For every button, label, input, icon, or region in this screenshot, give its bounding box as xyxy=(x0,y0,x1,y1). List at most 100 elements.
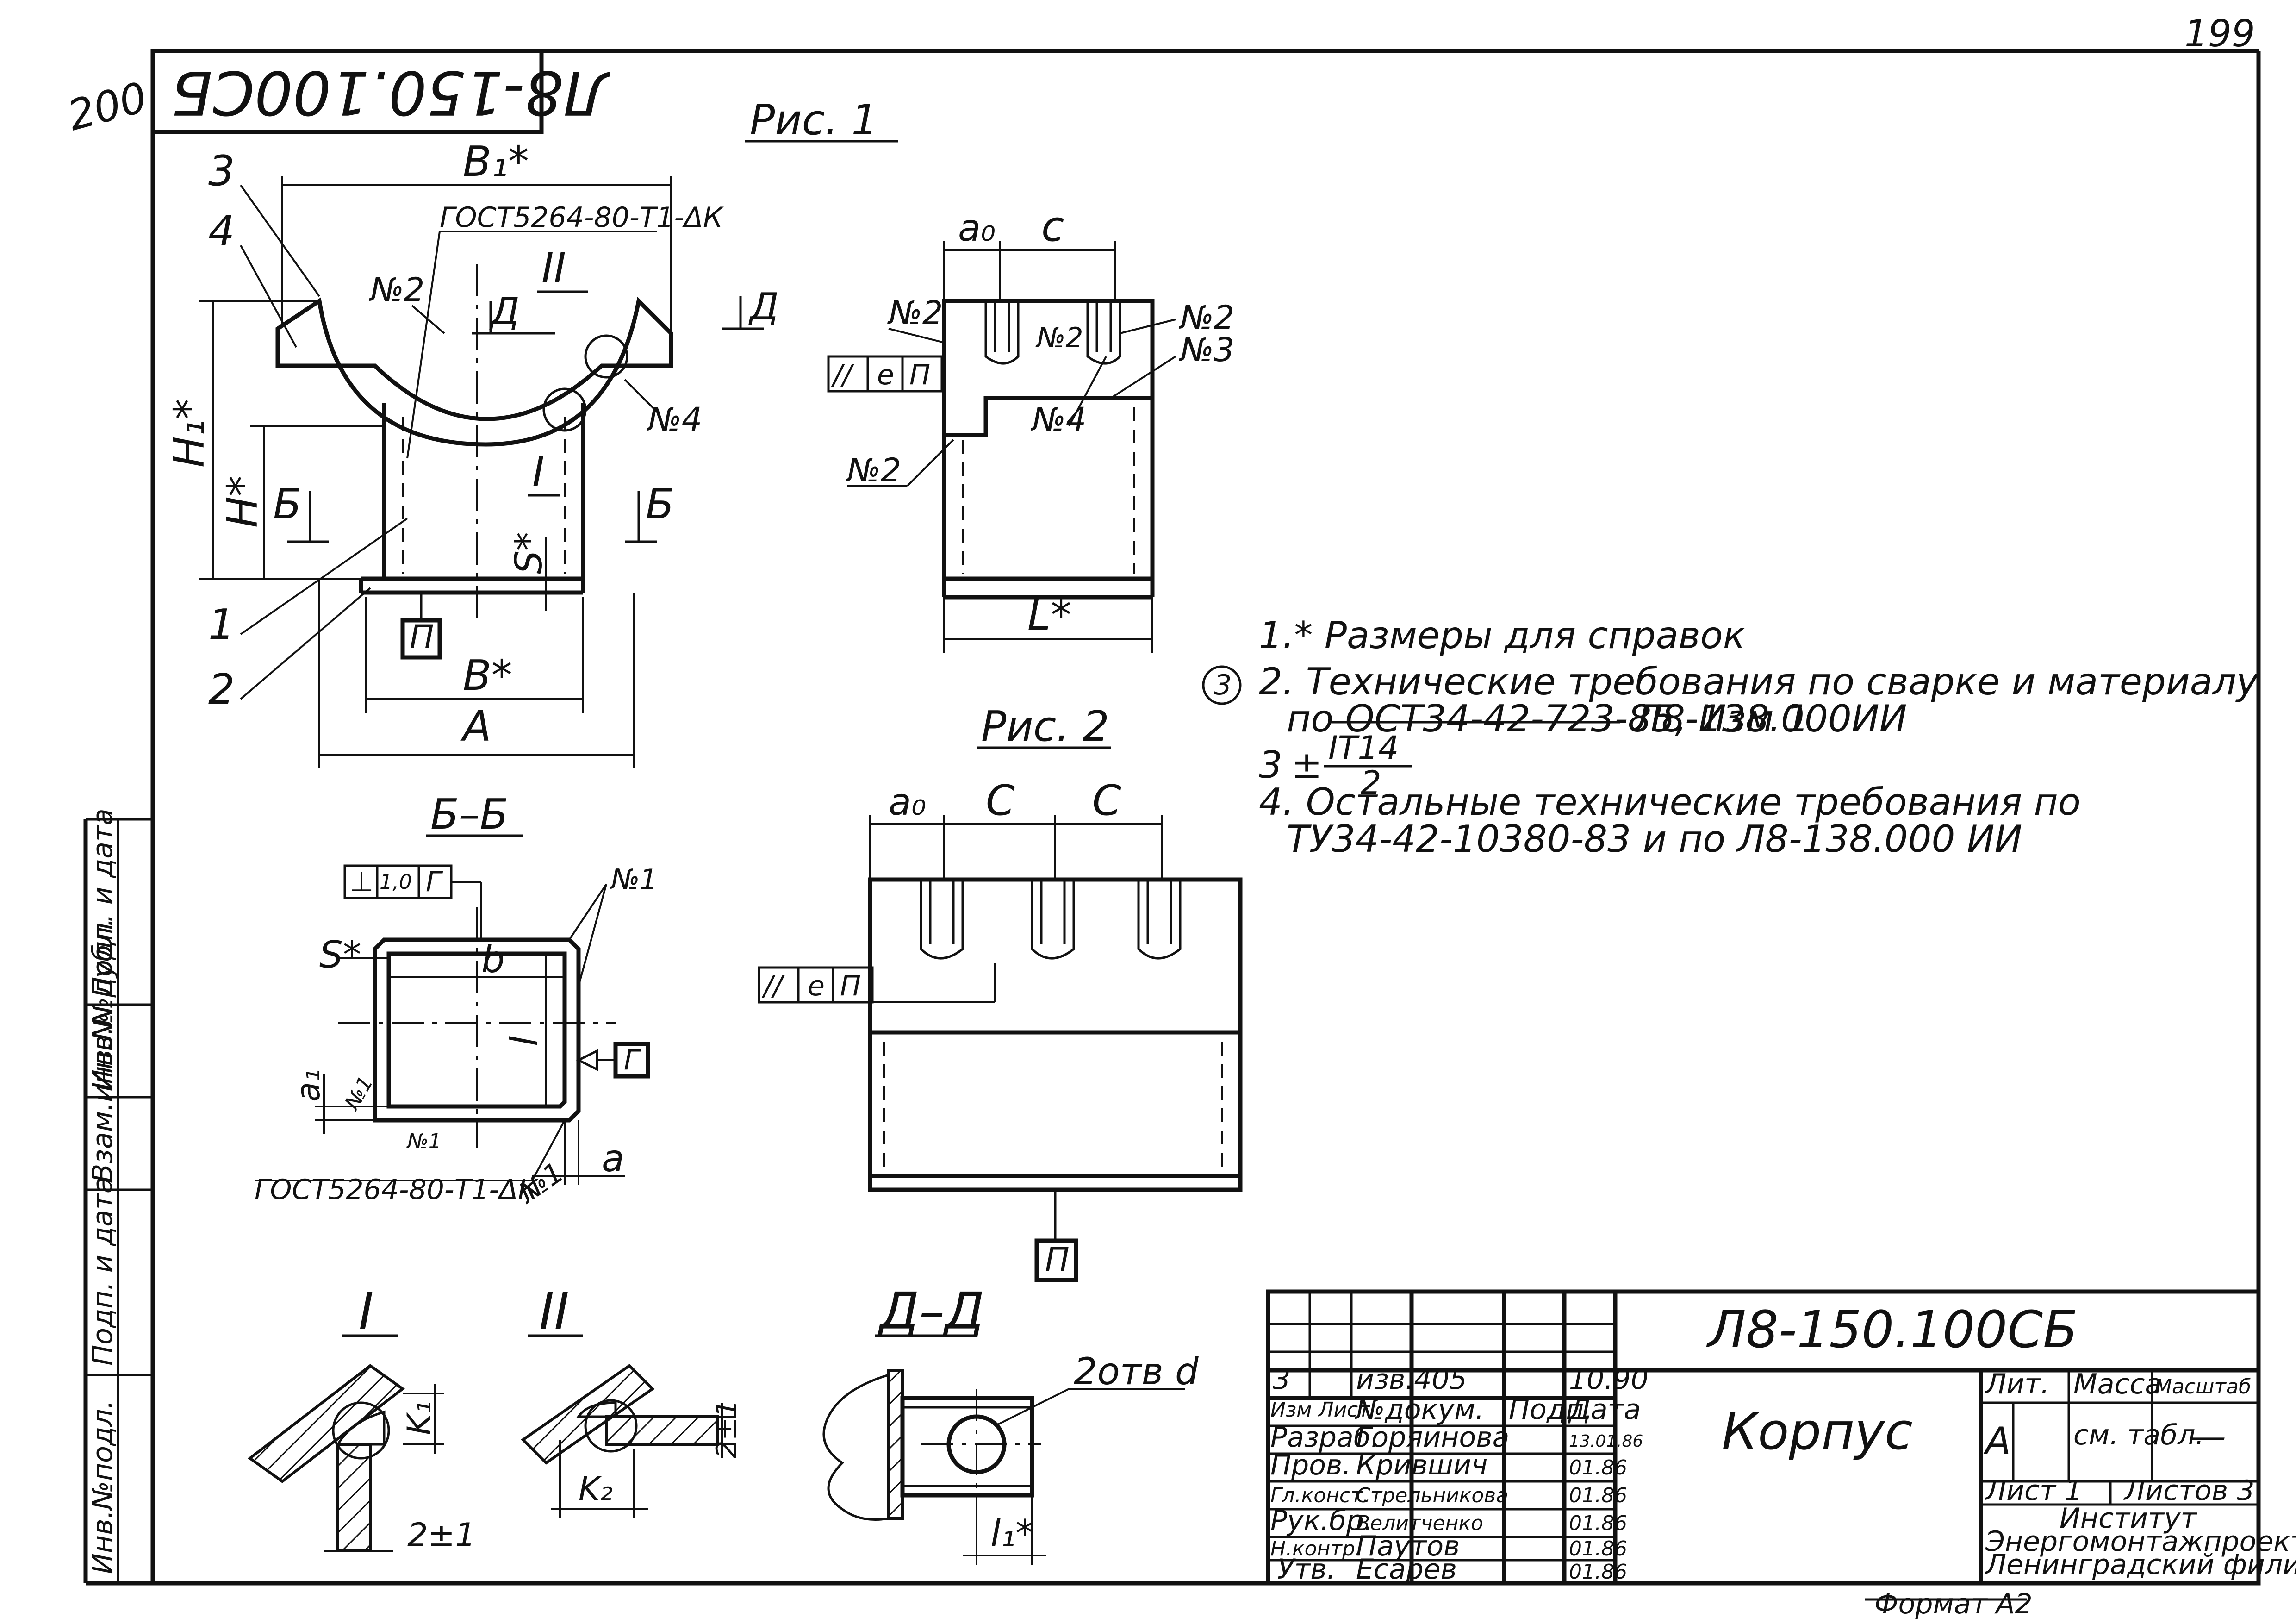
dim-a0: a₀ xyxy=(958,206,996,250)
note-4a: 4. Остальные технические требования по xyxy=(1259,781,2081,824)
row-6-date: 01.86 xyxy=(1569,1537,1627,1561)
tol2-val: е xyxy=(808,970,825,1002)
title-doc-code: Л8-150.100СБ xyxy=(1706,1300,2078,1359)
pos-2: 2 xyxy=(208,665,235,714)
row-0-name: изв.405 xyxy=(1356,1363,1467,1396)
gap-2: 2±1 xyxy=(710,1399,743,1458)
note-3-pm: ± xyxy=(1291,743,1322,787)
side-strip-dup: Инв.№дубл. xyxy=(87,918,119,1090)
fig1-title: Рис. 1 xyxy=(750,96,878,144)
dim-c-3: C xyxy=(1092,776,1121,825)
dim-l1: l₁* xyxy=(990,1512,1034,1555)
row-3-date: 01.86 xyxy=(1569,1456,1627,1480)
org-line1: Институт xyxy=(2060,1502,2198,1535)
note-3-prefix: 3 xyxy=(1259,743,1282,787)
figure-1: Рис. 1 B₁* H₁* H* B* xyxy=(165,96,898,768)
section-bb: Б–Б b l S* a₁ a ⊥ 1,0 Г Г №1 xyxy=(255,790,658,1210)
sec-D1: Д xyxy=(489,290,520,333)
sec-bb-title: Б–Б xyxy=(430,790,509,839)
dim-H1: H₁* xyxy=(165,399,214,468)
dim-K1: K₁ xyxy=(400,1401,438,1435)
side-strip-sign2: Подп. и дата xyxy=(87,808,119,998)
mass-header: Масса xyxy=(2073,1368,2162,1400)
row-2-name: Горяинова xyxy=(1356,1421,1509,1454)
note-3-num: IT14 xyxy=(1328,729,1399,767)
dim-a0-2: a₀ xyxy=(889,781,926,824)
pos-3: 3 xyxy=(208,147,235,195)
row-7-name: Есарев xyxy=(1356,1553,1457,1586)
sheet-number: 199 xyxy=(2184,12,2255,55)
revision-row: 3 изв.405 10.90 xyxy=(1273,1363,1649,1396)
datum-P2: П xyxy=(1045,1241,1070,1279)
weld-2d: №2 xyxy=(1178,299,1234,337)
perp-val: 1,0 xyxy=(380,870,412,894)
sec-D2: Д xyxy=(748,285,779,328)
format-label: Формат А2 xyxy=(1874,1588,2033,1620)
scale-value: — xyxy=(2189,1415,2226,1458)
note-3-den: 2 xyxy=(1361,764,1381,802)
side-strip-inv: Инв.№подл. xyxy=(87,1400,119,1574)
detail-I-mark: I xyxy=(532,448,545,496)
weld-3: №3 xyxy=(1178,331,1234,369)
row-4-name: Стрельникова xyxy=(1356,1484,1508,1507)
weld-2c: №2 xyxy=(1035,322,1083,354)
side-strip-replace: Взам.инв.№ xyxy=(87,1012,119,1183)
note-2a: 2. Технические требования по сварке и ма… xyxy=(1259,660,2259,703)
dim-a: a xyxy=(602,1137,624,1180)
header-row: Изм Лист №докум. Подп. Дата xyxy=(1270,1393,1641,1426)
figure-2: Рис. 2 a₀ C C // е П П xyxy=(758,702,1243,1282)
top-stamp: Л8-150.100СБ 200 199 xyxy=(62,12,2255,141)
note-2b-struck: по ОСТ34-42-723-85, Изм 1 xyxy=(1287,697,1809,740)
title-block: Л8-150.100СБ Корпус Лит. Масса Масштаб А… xyxy=(1266,1289,2296,1586)
mass-value: см. табл. xyxy=(2073,1419,2204,1451)
row-1-date: Дата xyxy=(1568,1393,1641,1426)
weld-4b: №4 xyxy=(1030,400,1086,438)
fig2-title: Рис. 2 xyxy=(981,702,1109,751)
detail-II: II 2±1 K₂ xyxy=(521,1281,743,1518)
pos-4: 4 xyxy=(208,207,235,256)
detail-II-mark: II xyxy=(541,244,566,293)
side-view: a₀ c L* №2 №2 №2 №3 №4 №2 // е П xyxy=(827,202,1234,653)
dim-c: c xyxy=(1041,202,1064,251)
detail-I: I K₁ 2±1 xyxy=(247,1281,476,1554)
dim-A: A xyxy=(460,702,492,751)
datum-P1: П xyxy=(410,618,434,656)
row-7-role: Утв. xyxy=(1277,1553,1336,1586)
dim-H: H* xyxy=(218,475,267,528)
row-0-date: 10.90 xyxy=(1569,1363,1649,1396)
lit-value: А xyxy=(1983,1419,2011,1462)
org-line2: Энергомонтажпроект xyxy=(1985,1525,2296,1558)
gost-label-1: ГОСТ5264-80-Т1-ΔК xyxy=(440,201,724,234)
note-revision-mark: 3 xyxy=(1214,669,1232,701)
row-3-role: Пров. xyxy=(1270,1449,1351,1481)
tol1-val: е xyxy=(877,359,894,391)
dim-l: l xyxy=(503,1036,546,1046)
sec-B-left: Б xyxy=(273,480,302,529)
note-4b: ТУ34-42-10380-83 и по Л8-138.000 ИИ xyxy=(1287,818,2022,861)
sheets-total: Листов 3 xyxy=(2123,1474,2254,1507)
org-line3: Ленинградский филиал xyxy=(1985,1549,2296,1581)
perp-ref: Г xyxy=(426,866,443,898)
row-4-role: Гл.конст. xyxy=(1270,1484,1369,1507)
gap-1: 2±1 xyxy=(407,1516,476,1554)
weld-2-label: №2 xyxy=(368,271,424,309)
prev-sheet-number: 200 xyxy=(62,73,152,141)
row-2-role: Разраб. xyxy=(1270,1421,1380,1454)
row-4-date: 01.86 xyxy=(1569,1484,1627,1507)
weld-1-b: №1 xyxy=(340,1072,378,1115)
gost-label-2: ГОСТ5264-80-Т1-ΔК xyxy=(255,1174,539,1206)
row-7-date: 01.86 xyxy=(1569,1560,1627,1584)
detail-I-title: I xyxy=(359,1281,373,1341)
row-1-name: №докум. xyxy=(1355,1393,1484,1426)
tol2-sym: // xyxy=(761,970,785,1002)
tech-notes: 1.* Размеры для справок 3 2. Технические… xyxy=(1202,614,2259,861)
weld-1-a: №1 xyxy=(610,863,658,896)
dim-K2: K₂ xyxy=(579,1470,613,1508)
dim-c-2: C xyxy=(986,776,1015,825)
pos-1: 1 xyxy=(208,600,235,649)
note-2b: Л8-138.000ИИ xyxy=(1632,697,1907,740)
top-stamp-code: Л8-150.100СБ xyxy=(171,57,610,128)
side-strip: Инв.№подл. Подп. и дата Взам.инв.№ Инв.№… xyxy=(87,808,119,1574)
weld-2b: №2 xyxy=(887,294,943,332)
